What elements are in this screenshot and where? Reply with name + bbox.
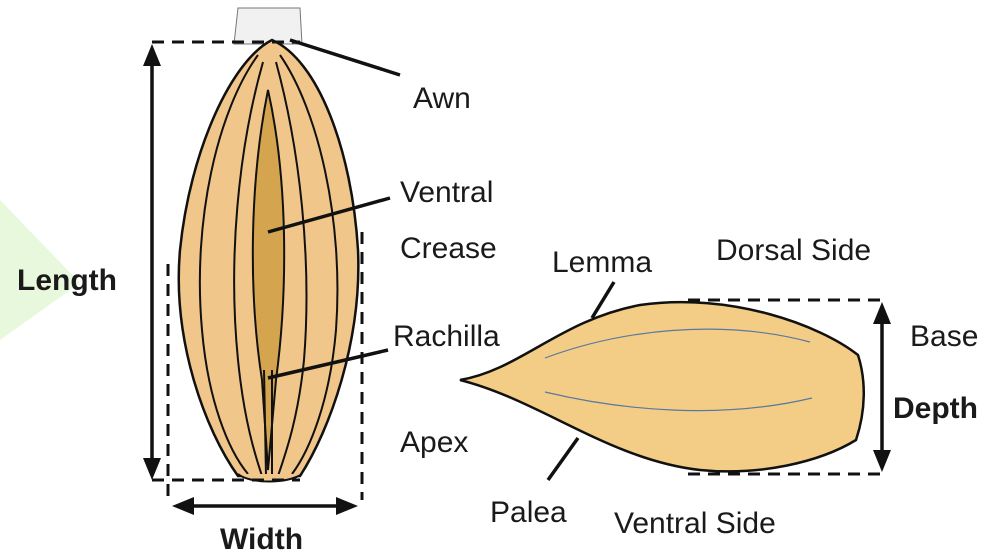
label-crease: Crease — [400, 232, 497, 265]
label-ventral-side: Ventral Side — [614, 507, 776, 540]
label-base: Base — [910, 320, 978, 353]
label-dorsal-side: Dorsal Side — [716, 234, 871, 267]
label-awn: Awn — [413, 82, 471, 115]
grain-side-view — [460, 302, 864, 471]
label-apex: Apex — [400, 426, 468, 459]
awn-base — [234, 8, 302, 44]
grain-front-view — [179, 8, 359, 482]
label-width: Width — [220, 523, 303, 555]
label-ventral: Ventral — [400, 176, 493, 209]
label-length: Length — [17, 264, 117, 297]
label-palea: Palea — [490, 496, 567, 529]
label-lemma: Lemma — [552, 246, 652, 279]
side-grain-outline — [460, 302, 864, 471]
label-depth: Depth — [893, 392, 978, 425]
label-rachilla: Rachilla — [393, 320, 500, 353]
